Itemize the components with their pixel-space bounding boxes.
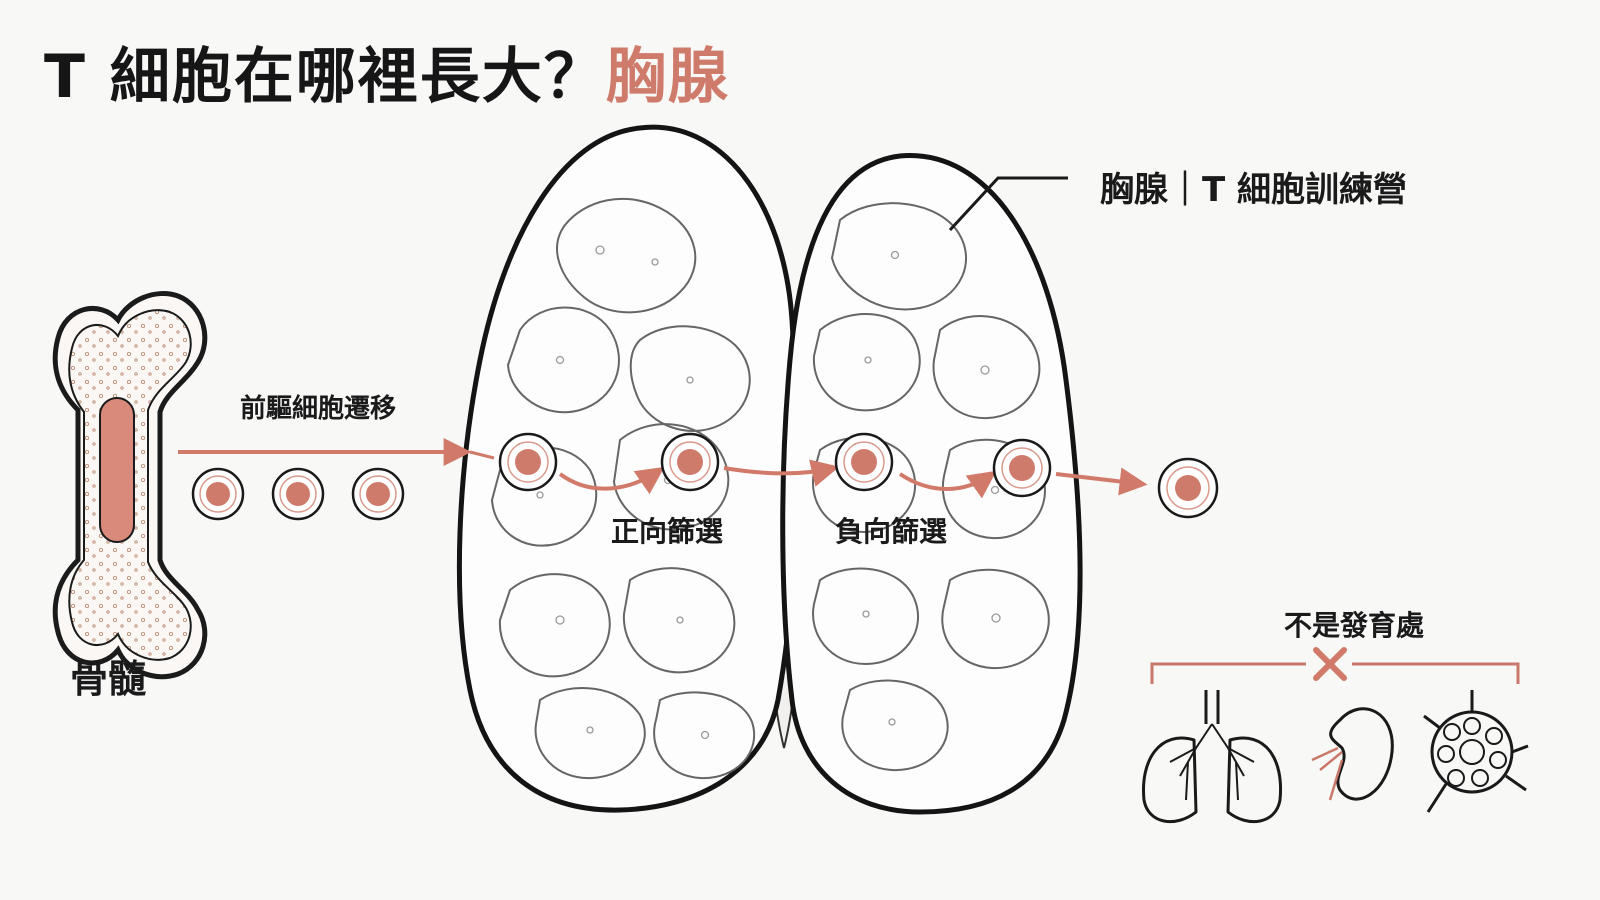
title-accent: 胸腺 bbox=[605, 42, 730, 112]
positive-selection-arrow bbox=[558, 466, 665, 495]
t-cell-icon bbox=[834, 432, 894, 492]
not-site-label: 不是發育處 bbox=[1284, 609, 1425, 642]
bone-icon bbox=[52, 291, 208, 680]
t-cell-icon bbox=[351, 467, 405, 521]
bone-marrow-label: 骨髓 bbox=[70, 657, 147, 701]
migration-arrow-tail bbox=[469, 450, 495, 460]
callout-leader-line bbox=[948, 176, 1068, 232]
migration-label: 前驅細胞遷移 bbox=[240, 394, 397, 424]
thymus-callout-label: 胸腺｜T 細胞訓練營 bbox=[1100, 170, 1408, 210]
lymph-node-icon bbox=[1423, 690, 1529, 813]
positive-selection-label: 正向篩選 bbox=[611, 515, 724, 548]
t-cell-icon bbox=[498, 432, 558, 492]
thymus-icon bbox=[456, 124, 1083, 815]
cross-mark-icon bbox=[1313, 647, 1347, 681]
exit-arrow bbox=[1055, 467, 1148, 496]
negative-selection-label: 負向篩選 bbox=[835, 515, 948, 548]
t-cell-icon bbox=[992, 438, 1052, 498]
lungs-icon bbox=[1141, 690, 1283, 823]
negative-selection-arrow bbox=[898, 470, 997, 499]
page-title: T 細胞在哪裡長大？胸腺 bbox=[44, 28, 730, 115]
t-cell-icon bbox=[191, 467, 245, 521]
t-cell-icon bbox=[271, 467, 325, 521]
transition-arrow bbox=[723, 459, 840, 487]
t-cell-icon bbox=[1157, 457, 1219, 519]
title-main: T 細胞在哪裡長大？ bbox=[44, 42, 606, 112]
exclusion-bracket bbox=[1150, 662, 1520, 684]
kidney-icon bbox=[1311, 707, 1394, 801]
t-cell-icon bbox=[660, 432, 720, 492]
